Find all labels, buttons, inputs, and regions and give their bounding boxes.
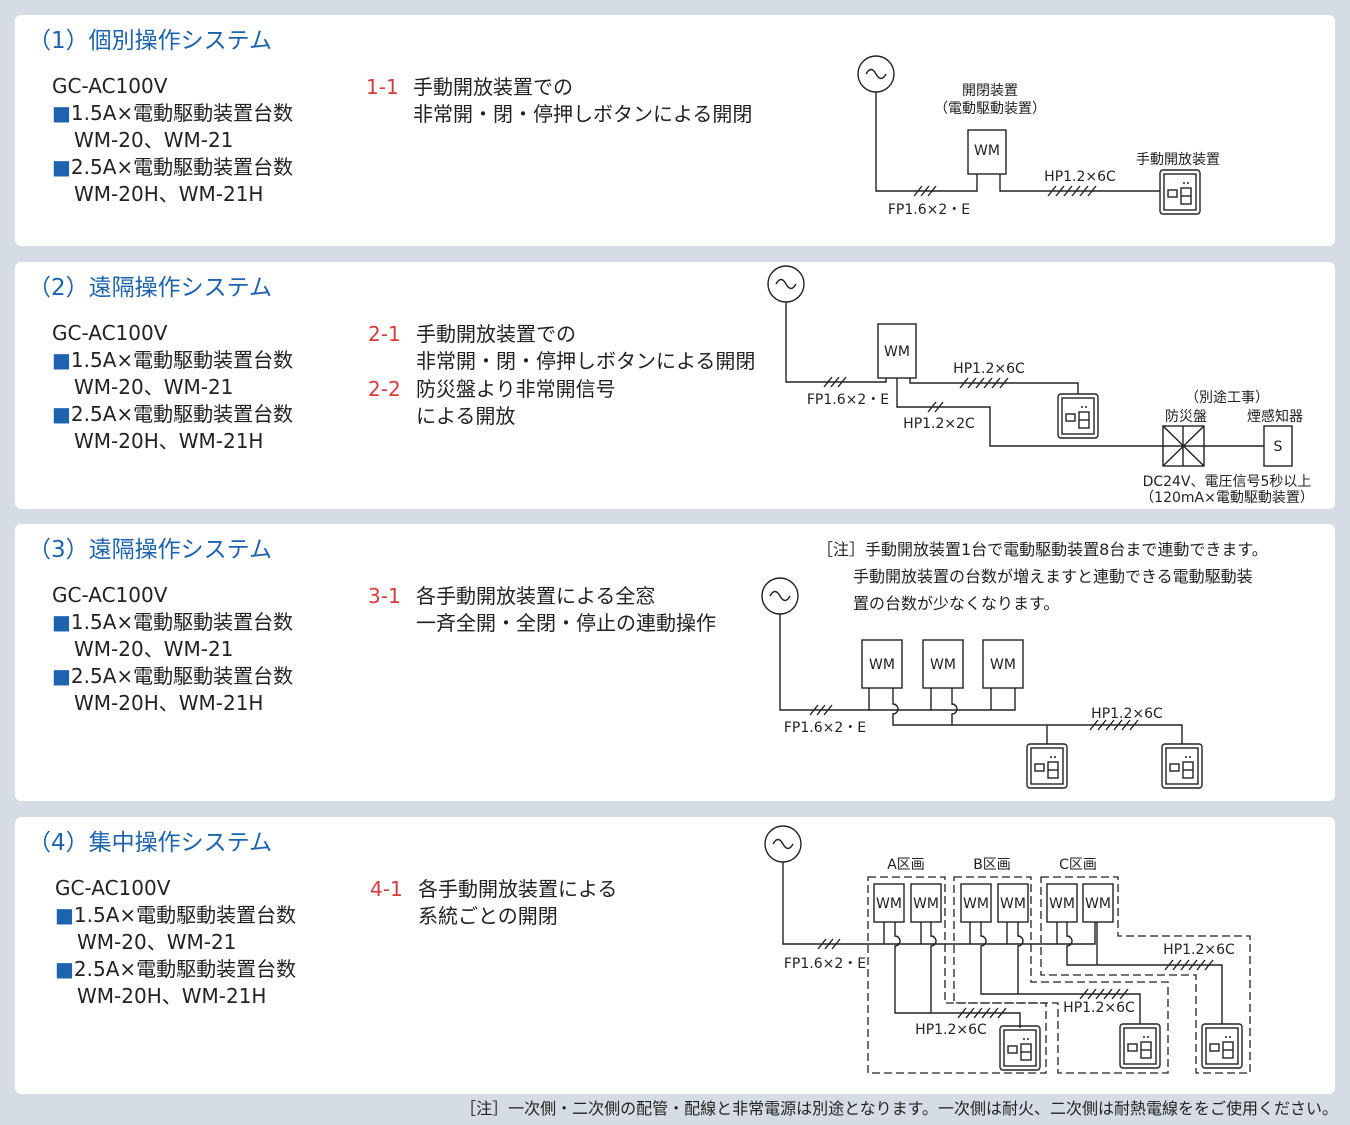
section-title: （1）個別操作システム [28,28,272,54]
section-1-panel [15,15,1335,246]
step-text: 手動開放装置での [413,75,573,99]
footer-note: ［注］一次側・二次側の配管・配線と非常電源は別途となります。一次側は耐火、二次側… [460,1099,1338,1118]
model-name: GC-AC100V [52,74,168,98]
model-list: WM-20、WM-21 [74,637,234,661]
step-text: 一斉全開・全閉・停止の連動操作 [416,611,716,635]
model-list: WM-20H、WM-21H [74,182,264,206]
spec-line: ■1.5A×電動駆動装置台数 [52,101,294,125]
model-name: GC-AC100V [55,876,171,900]
spec-line: ■1.5A×電動駆動装置台数 [52,610,294,634]
step-text: 非常開・閉・停押しボタンによる開閉 [413,102,753,126]
section-title: （4）集中操作システム [28,830,272,856]
model-list: WM-20、WM-21 [77,930,237,954]
step-text: 防災盤より非常開信号 [416,377,616,401]
step-text: 手動開放装置での [416,322,576,346]
step-text: 系統ごとの開閉 [418,904,558,928]
step-number: 2-2 [368,377,401,401]
note-text: 手動開放装置の台数が増えますと連動できる電動駆動装 [853,567,1253,586]
model-list: WM-20、WM-21 [74,375,234,399]
spec-line: ■1.5A×電動駆動装置台数 [52,348,294,372]
model-list: WM-20H、WM-21H [77,984,267,1008]
spec-line: ■2.5A×電動駆動装置台数 [52,664,294,688]
spec-line: ■2.5A×電動駆動装置台数 [52,155,294,179]
model-name: GC-AC100V [52,321,168,345]
model-list: WM-20H、WM-21H [74,691,264,715]
spec-line: ■2.5A×電動駆動装置台数 [55,957,297,981]
step-number: 4-1 [370,877,403,901]
step-number: 2-1 [368,322,401,346]
section-3-panel [15,524,1335,801]
step-number: 1-1 [366,75,399,99]
spec-line: ■2.5A×電動駆動装置台数 [52,402,294,426]
step-text: 非常開・閉・停押しボタンによる開閉 [416,349,756,373]
note-text: 置の台数が少なくなります。 [853,594,1060,613]
step-text: 各手動開放装置による [418,877,618,901]
section-title: （3）遠隔操作システム [28,537,272,563]
step-text: 各手動開放装置による全窓 [416,584,656,608]
model-name: GC-AC100V [52,583,168,607]
step-text: による開放 [416,404,516,428]
section-title: （2）遠隔操作システム [28,275,272,301]
spec-line: ■1.5A×電動駆動装置台数 [55,903,297,927]
section-4-panel [15,817,1335,1094]
step-number: 3-1 [368,584,401,608]
note-text: ［注］手動開放装置1台で電動駆動装置8台まで連動できます。 [817,540,1268,559]
model-list: WM-20、WM-21 [74,128,234,152]
model-list: WM-20H、WM-21H [74,429,264,453]
